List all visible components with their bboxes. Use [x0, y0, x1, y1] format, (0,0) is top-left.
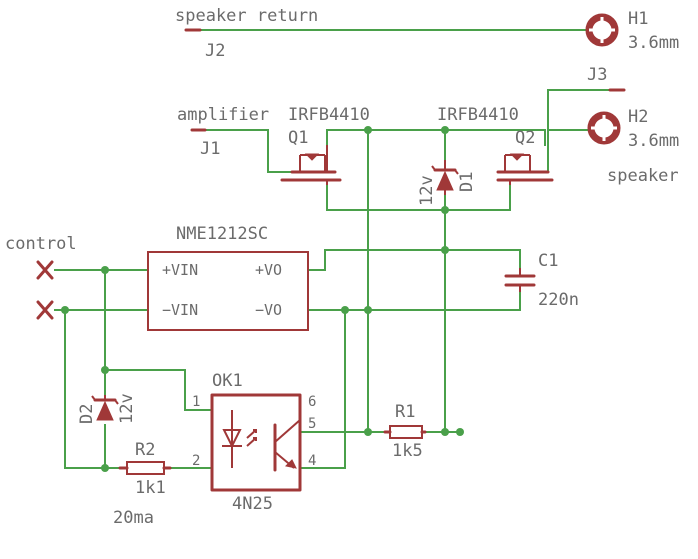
wire-top-bus: [326, 129, 546, 146]
label-nme-part: NME1212SC: [176, 224, 268, 244]
label-pin-mvin: −VIN: [162, 301, 198, 319]
label-control: control: [5, 234, 77, 254]
wire-pin4: [299, 309, 346, 469]
junction: [364, 126, 372, 134]
label-j2: J2: [205, 41, 225, 61]
junction: [101, 266, 109, 274]
label-pin-pvo: +VO: [255, 261, 282, 279]
label-h1-size: 3.6mm: [628, 33, 679, 53]
mounting-hole-h2[interactable]: [587, 111, 621, 145]
label-current: 20ma: [113, 508, 154, 528]
label-r1: R1: [395, 402, 415, 422]
labels: speaker return J2 H1 3.6mm J3 amplifier …: [5, 6, 679, 528]
label-q1-part: IRFB4410: [288, 105, 370, 125]
label-h2: H2: [628, 107, 648, 127]
label-ok1-pin5: 5: [308, 416, 316, 432]
label-speaker-return: speaker return: [175, 6, 318, 26]
label-amplifier: amplifier: [177, 105, 269, 125]
resistor-r1[interactable]: [383, 425, 427, 439]
label-ok1-pin2: 2: [192, 453, 200, 469]
dc-dc-module[interactable]: [147, 251, 309, 331]
label-ok1: OK1: [212, 371, 243, 391]
label-c1: C1: [538, 251, 558, 271]
wire-j3: [547, 89, 611, 173]
wire-left-65: [64, 309, 121, 469]
junction: [441, 428, 449, 436]
label-r2: R2: [135, 440, 155, 460]
mounting-hole-h1[interactable]: [585, 13, 619, 47]
wire-pvo: [307, 249, 521, 271]
label-d1: D1: [457, 172, 477, 192]
label-h1: H1: [628, 9, 648, 29]
junction: [364, 428, 372, 436]
wire-source-bus: [326, 184, 511, 211]
optocoupler-ok1[interactable]: [210, 393, 302, 492]
label-c1-value: 220n: [538, 290, 579, 310]
junctions: [61, 126, 464, 472]
label-ok1-pin1: 1: [192, 394, 200, 410]
junction: [441, 206, 449, 214]
label-r2-value: 1k1: [135, 478, 166, 498]
label-ok1-pin4: 4: [308, 453, 316, 469]
junction: [341, 306, 349, 314]
label-q2: Q2: [515, 128, 535, 148]
label-q2-part: IRFB4410: [437, 105, 519, 125]
wire-ok1-pin1: [104, 369, 211, 411]
label-d1-value: 12v: [417, 175, 437, 206]
junction: [456, 428, 464, 436]
junction: [101, 366, 109, 374]
zener-d1[interactable]: [431, 160, 459, 195]
resistor-r2[interactable]: [118, 461, 172, 475]
label-pin-pvin: +VIN: [162, 261, 198, 279]
label-speaker: speaker: [607, 166, 679, 186]
mosfet-q2[interactable]: [496, 153, 554, 185]
label-j3: J3: [587, 65, 607, 85]
junction: [441, 246, 449, 254]
mosfet-q1[interactable]: [280, 145, 342, 185]
label-d2-value: 12v: [117, 393, 137, 424]
label-ok1-pin6: 6: [308, 394, 316, 410]
zener-d2[interactable]: [91, 395, 119, 421]
label-h2-size: 3.6mm: [628, 131, 679, 151]
junction: [441, 126, 449, 134]
label-r1-value: 1k5: [392, 441, 423, 461]
control-terminals[interactable]: [36, 260, 54, 320]
wire-amplifier: [204, 129, 293, 173]
capacitor-c1[interactable]: [504, 268, 536, 292]
junction: [101, 464, 109, 472]
label-q1: Q1: [288, 128, 308, 148]
junction: [364, 306, 372, 314]
label-j1: J1: [200, 139, 220, 159]
wire-mvo: [307, 291, 521, 311]
label-pin-mvo: −VO: [255, 301, 282, 319]
wires: [54, 29, 611, 469]
label-ok1-part: 4N25: [232, 494, 273, 514]
label-d2: D2: [77, 404, 97, 424]
junction: [61, 306, 69, 314]
